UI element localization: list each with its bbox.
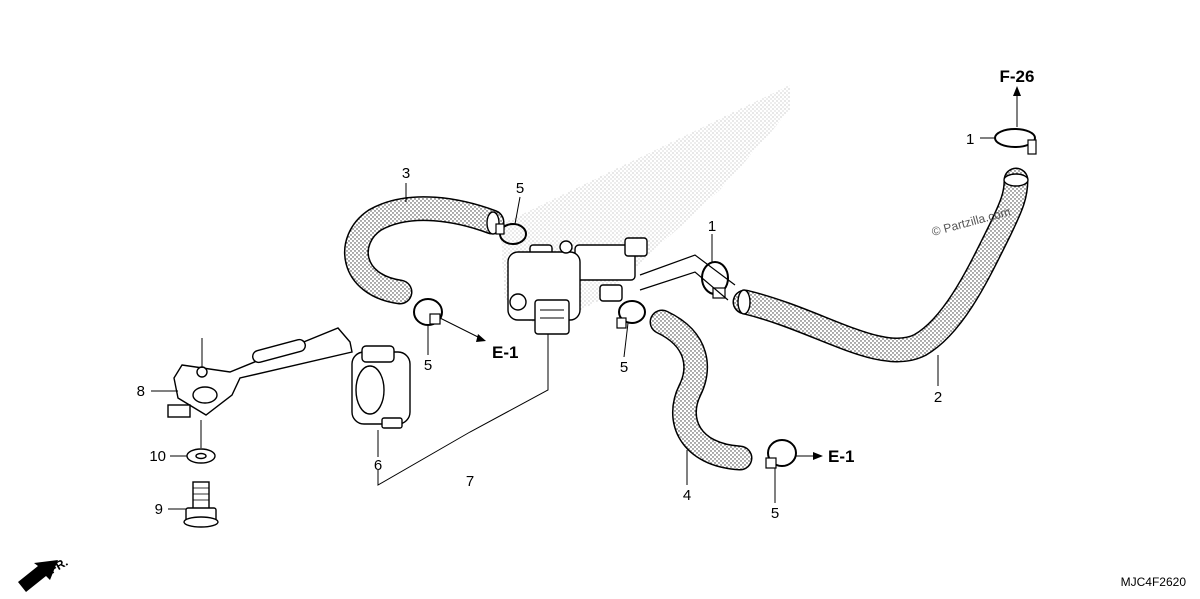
- callout-5-c: 5: [620, 359, 628, 376]
- connector-pipe: [639, 254, 736, 301]
- callout-4: 4: [683, 487, 691, 504]
- diagram-code: MJC4F2620: [1121, 575, 1187, 589]
- clamp-5-a[interactable]: [495, 223, 527, 245]
- hose-2[interactable]: [732, 167, 1029, 363]
- washer-10[interactable]: [186, 448, 216, 464]
- callout-5-d: 5: [771, 505, 779, 522]
- reference-labels: F-26 E-1 E-1: [492, 67, 1034, 466]
- clamp-1-mid[interactable]: [701, 261, 729, 299]
- callout-5-b: 5: [424, 357, 432, 374]
- callout-2: 2: [934, 389, 942, 406]
- callout-labels: 1 1 2 3 4 5 5 5 5 6 7 8 9 10: [137, 131, 975, 522]
- front-arrow-icon: [18, 560, 58, 592]
- bracket-8[interactable]: [167, 327, 353, 418]
- callout-6: 6: [374, 457, 382, 474]
- callout-1-mid: 1: [708, 218, 716, 235]
- hose-3[interactable]: [343, 196, 505, 305]
- bolt-9[interactable]: [183, 481, 219, 528]
- callout-3: 3: [402, 165, 410, 182]
- ref-e1-left: E-1: [492, 343, 518, 362]
- callout-8: 8: [137, 383, 145, 400]
- callout-9: 9: [155, 501, 163, 518]
- hose-4[interactable]: [649, 309, 753, 471]
- callout-10: 10: [149, 448, 166, 465]
- leader-lines: [151, 137, 995, 510]
- ref-f26: F-26: [1000, 67, 1035, 86]
- clamp-5-c[interactable]: [616, 300, 646, 329]
- callout-7: 7: [466, 473, 474, 490]
- callout-1-top: 1: [966, 131, 974, 148]
- clamp-5-d[interactable]: [765, 439, 797, 469]
- clamp-1-top[interactable]: [994, 128, 1037, 155]
- reference-arrows: [439, 86, 1021, 460]
- ref-e1-right: E-1: [828, 447, 854, 466]
- callout-5-a: 5: [516, 180, 524, 197]
- rubber-mount-6[interactable]: [351, 345, 411, 429]
- clamp-5-b[interactable]: [413, 298, 443, 326]
- solenoid-valve-assembly[interactable]: [507, 237, 648, 335]
